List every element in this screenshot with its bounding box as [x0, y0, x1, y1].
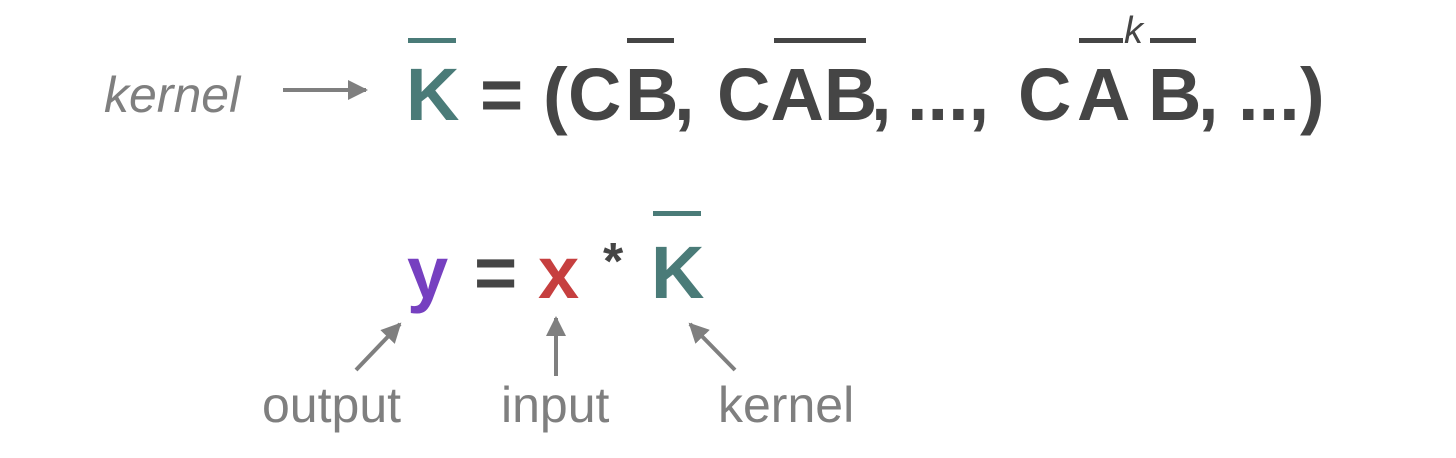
kernel-K-bottom: K	[651, 231, 705, 314]
term1-C: C	[568, 53, 622, 136]
open-paren: (	[543, 53, 568, 136]
ellipsis-2: ...	[1238, 53, 1300, 136]
input-label: input	[501, 377, 610, 433]
convolution-star: *	[603, 233, 624, 291]
term3-C: C	[1018, 53, 1072, 136]
output-y: y	[407, 231, 449, 314]
term3-overbar-left	[1079, 38, 1123, 43]
term3-A: A	[1077, 53, 1131, 136]
output-label: output	[262, 377, 402, 433]
kernel-arrow-bottom	[688, 322, 737, 372]
term1-overbar	[627, 38, 674, 43]
equals-sign-bottom: =	[474, 231, 518, 314]
kernel-K-top: K	[406, 53, 460, 136]
kernel-label-bottom: kernel	[718, 377, 855, 433]
comma-2: ,	[871, 53, 892, 136]
equals-sign-top: =	[480, 53, 524, 136]
close-paren: )	[1300, 53, 1325, 136]
kernel-label-top: kernel	[104, 67, 241, 123]
term1-B: B	[625, 53, 679, 136]
term2-overbar	[774, 38, 866, 43]
kernel-K-overbar-top	[408, 38, 456, 43]
term3-overbar-right	[1150, 38, 1196, 43]
term3-exponent-k: k	[1124, 10, 1143, 52]
term3-B: B	[1148, 53, 1202, 136]
comma-3: ,	[1198, 53, 1219, 136]
term2-CAB: CAB	[717, 53, 878, 136]
comma-1: ,	[674, 53, 695, 136]
input-x: x	[538, 231, 580, 314]
kernel-K-overbar-bottom	[653, 211, 701, 216]
ellipsis-1: ...,	[907, 53, 990, 136]
output-arrow	[354, 322, 402, 372]
